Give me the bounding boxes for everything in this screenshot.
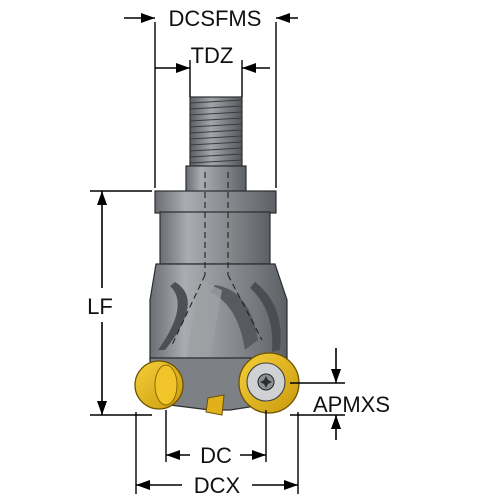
apmxs-label: APMXS [313, 392, 390, 417]
threaded-shank-icon [189, 96, 243, 168]
neck [185, 165, 247, 193]
cutter-head [149, 263, 288, 361]
round-insert-icon [134, 360, 184, 410]
coolant-channels [171, 172, 263, 346]
round-insert-icon [238, 352, 300, 414]
flute-center [210, 285, 258, 350]
flute-land [186, 280, 222, 360]
lf-label: LF [87, 294, 113, 319]
dcx-label: DCX [194, 473, 241, 498]
dim-apmxs: APMXS [290, 348, 390, 440]
upper-collar [154, 190, 277, 214]
dim-dcsfms: DCSFMS [124, 6, 298, 188]
dim-dcx: DCX [135, 412, 299, 498]
dc-label: DC [200, 443, 232, 468]
torx-screw-icon [257, 373, 275, 391]
dim-tdz: TDZ [155, 43, 270, 97]
dim-dc: DC [165, 410, 267, 468]
insert-edge [205, 394, 225, 416]
tdz-label: TDZ [191, 43, 234, 68]
middle-body [159, 211, 271, 265]
flute-left [158, 282, 188, 350]
dim-lf: LF [87, 190, 152, 416]
flute-right [250, 282, 281, 352]
dcsfms-label: DCSFMS [169, 6, 262, 31]
